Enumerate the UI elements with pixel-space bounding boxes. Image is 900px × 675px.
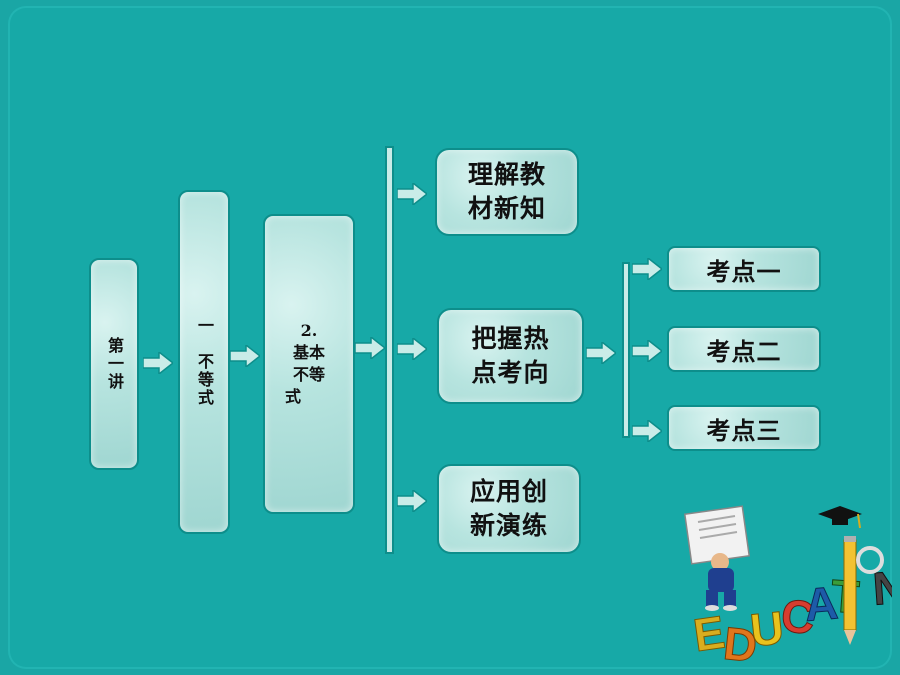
node-grasp[interactable]: 把握热 点考向 [437, 308, 584, 404]
node-apply-line2: 新演练 [469, 511, 548, 540]
node-point2-label: 考点二 [706, 336, 782, 366]
node-grasp-line2: 点考向 [471, 358, 550, 387]
graduation-cap-icon [818, 506, 862, 529]
arrow-right-icon [586, 342, 616, 364]
svg-text:N: N [871, 560, 892, 614]
node-topic-line1: 基本 [292, 343, 325, 362]
node-section-label: 一 不等式 [195, 317, 214, 407]
node-apply-line1: 应用创 [469, 477, 548, 506]
arrow-right-icon [355, 337, 385, 359]
arrow-right-icon [143, 352, 173, 374]
arrow-right-icon [632, 258, 662, 280]
arrow-right-icon [632, 420, 662, 442]
node-point2[interactable]: 考点二 [667, 326, 821, 372]
node-apply[interactable]: 应用创 新演练 [437, 464, 581, 554]
arrow-right-icon [632, 340, 662, 362]
node-topic-line3: 式 [285, 387, 302, 406]
arrow-right-icon [397, 183, 427, 205]
bracket-bar-2 [622, 262, 630, 438]
svg-text:A: A [802, 576, 840, 631]
node-topic-line2: 不等 [292, 365, 325, 384]
node-point1-label: 考点一 [706, 256, 782, 286]
education-logo: E D U C A T N [683, 505, 892, 670]
svg-text:D: D [721, 617, 759, 670]
arrow-right-icon [230, 345, 260, 367]
node-topic[interactable]: 2. 基本 不等 式 [263, 214, 355, 514]
pencil-icon [843, 536, 857, 645]
node-section[interactable]: 一 不等式 [178, 190, 230, 534]
node-understand-line2: 材新知 [467, 194, 546, 223]
bracket-bar [385, 146, 394, 554]
node-topic-number: 2. [300, 321, 318, 340]
node-understand[interactable]: 理解教 材新知 [435, 148, 579, 236]
node-chapter-label: 第一讲 [105, 337, 124, 391]
svg-text:U: U [748, 601, 786, 656]
node-point1[interactable]: 考点一 [667, 246, 821, 292]
svg-text:C: C [779, 589, 817, 644]
node-point3[interactable]: 考点三 [667, 405, 821, 451]
node-understand-line1: 理解教 [467, 160, 546, 189]
node-point3-label: 考点三 [706, 415, 782, 445]
node-grasp-line1: 把握热 [471, 324, 550, 353]
ring-icon [856, 546, 884, 574]
node-chapter[interactable]: 第一讲 [89, 258, 139, 470]
arrow-right-icon [397, 338, 427, 360]
arrow-right-icon [397, 490, 427, 512]
reading-child-icon [683, 505, 751, 611]
